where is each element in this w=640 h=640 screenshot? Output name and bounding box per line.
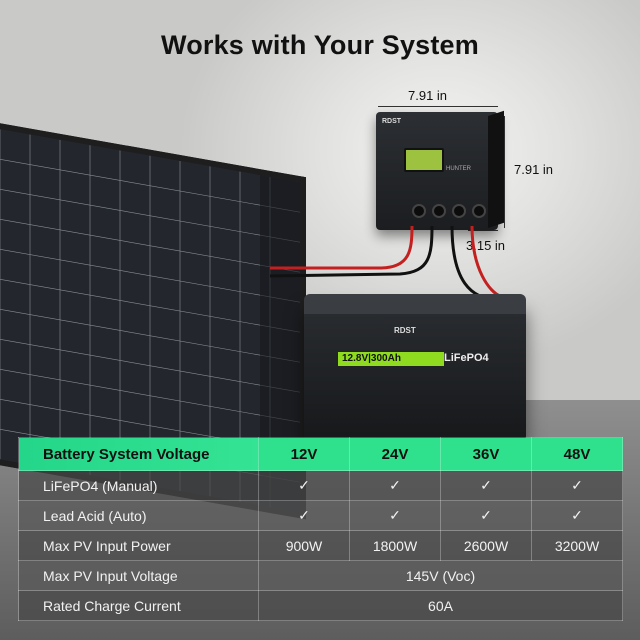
table-cell: 1800W: [349, 530, 441, 561]
table-header-row: Battery System Voltage 12V 24V 36V 48V: [18, 437, 623, 471]
check-icon: ✓: [258, 500, 350, 531]
controller-terminal: [412, 204, 426, 218]
check-icon: ✓: [349, 500, 441, 531]
table-row: LiFePO4 (Manual) ✓ ✓ ✓ ✓: [18, 470, 623, 501]
header-24v: 24V: [349, 437, 441, 471]
check-icon: ✓: [258, 470, 350, 501]
header-12v: 12V: [258, 437, 350, 471]
battery: RDST 12.8V|300Ah LiFePO4: [304, 294, 526, 442]
height-dimension: 7.91 in: [514, 162, 554, 177]
table-row: Lead Acid (Auto) ✓ ✓ ✓ ✓: [18, 500, 623, 531]
check-icon: ✓: [440, 470, 532, 501]
row-label: Max PV Input Voltage: [18, 560, 259, 591]
row-label: LiFePO4 (Manual): [18, 470, 259, 501]
row-label: Rated Charge Current: [18, 590, 259, 621]
check-icon: ✓: [531, 470, 623, 501]
battery-voltage-label: 12.8V|300Ah: [338, 352, 444, 366]
header-48v: 48V: [531, 437, 623, 471]
header-36v: 36V: [440, 437, 532, 471]
spec-table: Battery System Voltage 12V 24V 36V 48V L…: [18, 437, 623, 621]
check-icon: ✓: [531, 500, 623, 531]
battery-chemistry-label: LiFePO4: [444, 352, 489, 364]
controller-model: HUNTER: [446, 166, 471, 172]
check-icon: ✓: [349, 470, 441, 501]
row-label: Lead Acid (Auto): [18, 500, 259, 531]
check-icon: ✓: [440, 500, 532, 531]
row-label: Max PV Input Power: [18, 530, 259, 561]
header-label: Battery System Voltage: [18, 437, 259, 471]
depth-dimension-line: [468, 230, 498, 231]
controller-terminal: [472, 204, 486, 218]
depth-dimension: 3.15 in: [466, 238, 506, 253]
page-title: Works with Your System: [161, 30, 479, 60]
table-cell: 145V (Voc): [258, 560, 623, 591]
table-row: Rated Charge Current 60A: [18, 590, 623, 621]
height-dimension-line: [504, 116, 505, 228]
controller-brand: RDST: [382, 118, 402, 125]
table-cell: 60A: [258, 590, 623, 621]
width-dimension: 7.91 in: [408, 88, 448, 103]
table-row: Max PV Input Voltage 145V (Voc): [18, 560, 623, 591]
table-row: Max PV Input Power 900W 1800W 2600W 3200…: [18, 530, 623, 561]
controller-lcd: [404, 148, 444, 172]
battery-top: [304, 294, 526, 314]
width-dimension-line: [378, 106, 498, 107]
table-cell: 900W: [258, 530, 350, 561]
controller-terminal: [432, 204, 446, 218]
table-cell: 3200W: [531, 530, 623, 561]
battery-brand: RDST: [394, 326, 416, 335]
solar-panel: [0, 118, 306, 520]
charge-controller: RDST HUNTER: [376, 110, 504, 230]
table-cell: 2600W: [440, 530, 532, 561]
controller-terminal: [452, 204, 466, 218]
